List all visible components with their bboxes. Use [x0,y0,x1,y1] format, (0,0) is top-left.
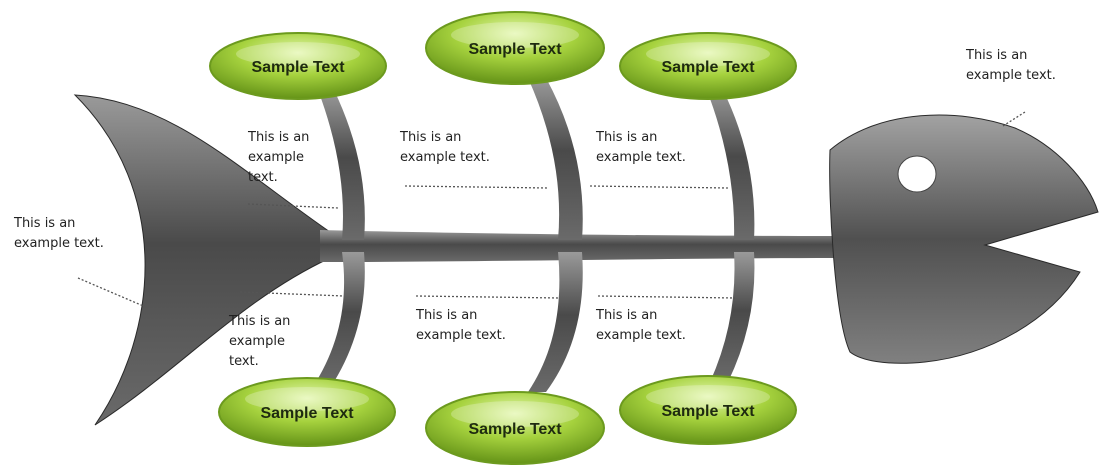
bubble-label: Sample Text [260,405,354,422]
bone-upper-mid [528,78,583,240]
tail-fin [73,94,331,426]
bubble-label: Sample Text [468,421,562,438]
bubble-top-mid: Sample Text [425,11,605,85]
leader-upper-right [589,185,729,189]
leader-upper-mid [404,185,549,189]
bubble-bottom-mid: Sample Text [425,391,605,465]
note-lower-right: This is an example text. [596,308,686,343]
note-upper-right: This is an example text. [596,130,686,165]
leader-upper-left [247,203,339,209]
bubble-bottom-left: Sample Text [218,377,396,447]
note-lower-mid: This is an example text. [416,308,506,343]
note-tail: This is an example text. [14,216,104,251]
note-upper-mid: This is an example text. [400,130,490,165]
note-head: This is an example text. [966,48,1056,83]
leader-head [1002,111,1026,127]
note-upper-left: This is an example text. [248,130,310,185]
bubble-label: Sample Text [468,41,562,58]
bubble-bottom-right: Sample Text [619,375,797,445]
leader-lines [77,111,1026,309]
note-lower-left: This is an example text. [229,314,291,369]
bubble-label: Sample Text [661,403,755,420]
fish-eye [897,155,937,193]
bone-upper-right [706,88,755,240]
leader-lower-right [597,295,736,299]
leader-lower-mid [415,295,561,299]
leader-tail [77,277,149,309]
spine [320,230,835,262]
bubble-label: Sample Text [251,59,345,76]
bubble-label: Sample Text [661,59,755,76]
bone-lower-left [314,252,365,385]
bubble-top-left: Sample Text [209,32,387,100]
leader-lower-left [239,291,345,297]
bone-lower-right [710,252,755,382]
bubble-top-right: Sample Text [619,32,797,100]
fish-head [829,114,1099,364]
bone-upper-left [318,90,365,240]
bone-lower-mid [528,252,583,392]
